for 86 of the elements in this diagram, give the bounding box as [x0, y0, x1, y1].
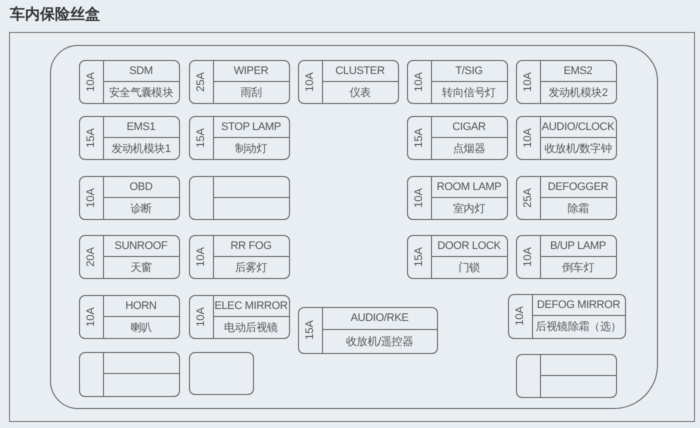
fuse-function: 天窗	[130, 260, 152, 274]
empty-fuse-slot	[78, 352, 180, 396]
fuse-rating: 25A	[522, 188, 534, 208]
empty-fuse-slot	[516, 354, 616, 398]
fuse-rating: 15A	[413, 246, 425, 266]
fuse-slot	[516, 60, 616, 104]
fuse-name: ELEC MIRROR	[214, 300, 288, 312]
fuse-rating: 10A	[85, 188, 97, 208]
fuse-function: 收放机/遥控器	[346, 334, 413, 349]
fuse-slot	[188, 234, 290, 278]
fuse-function: 喇叭	[130, 320, 152, 334]
fuse-rating: 15A	[195, 128, 207, 148]
fuse-name: DEFOGGER	[548, 180, 608, 192]
fuse-rating: 10A	[522, 72, 534, 92]
fuse-name: WIPER	[234, 64, 268, 76]
fuse-rating: 15A	[413, 128, 425, 148]
fuse-rating: 25A	[195, 72, 207, 92]
fuse-function: 收放机/数字钟	[544, 142, 612, 156]
fuse-rating: 10A	[195, 246, 207, 266]
fuse-rating: 10A	[514, 306, 526, 326]
fuse-name: RR FOG	[230, 240, 272, 252]
fuse-name: CIGAR	[452, 120, 486, 132]
fuse-function: 制动灯	[234, 142, 268, 156]
fuse-name: ROOM LAMP	[436, 180, 502, 192]
empty-fuse-slot	[188, 176, 290, 220]
fuse-slot	[406, 116, 508, 160]
empty-fuse-slot	[188, 352, 254, 394]
fuse-slot	[516, 234, 616, 278]
fuse-rating: 10A	[522, 246, 534, 266]
fuse-function: 后视镜除霜（选）	[536, 320, 622, 334]
fuse-function: 倒车灯	[562, 260, 594, 274]
fuse-name: CLUSTER	[335, 64, 385, 76]
fuse-name: HORN	[125, 300, 157, 312]
fuse-function: 诊断	[130, 202, 152, 216]
fuse-rating: 10A	[85, 72, 97, 92]
fuse-name: STOP LAMP	[221, 120, 281, 132]
fuse-slot	[188, 116, 290, 160]
fuse-name: EMS1	[126, 120, 156, 132]
fuse-name: AUDIO/CLOCK	[542, 120, 614, 132]
fuse-name: SUNROOF	[114, 240, 168, 252]
fuse-rating: 10A	[413, 188, 425, 208]
fuse-slot	[78, 176, 180, 220]
fuse-function: 门锁	[458, 260, 480, 274]
fuse-slot	[406, 234, 508, 278]
fuse-name: B/UP LAMP	[550, 240, 606, 252]
fuse-function: 发动机模块2	[548, 86, 608, 100]
fuse-slot	[508, 294, 626, 338]
fuse-function: 除霜	[567, 202, 589, 216]
fuse-function: 仪表	[349, 86, 371, 100]
fuse-rating: 15A	[304, 320, 316, 340]
fuse-slot	[188, 294, 290, 338]
fuse-slot	[516, 116, 616, 160]
fuse-rating: 15A	[85, 128, 97, 148]
fuse-name: DOOR LOCK	[437, 240, 501, 252]
fuse-slot	[406, 176, 508, 220]
fuse-slot	[78, 60, 180, 104]
fuse-function: 后雾灯	[234, 260, 268, 274]
fuse-name: AUDIO/RKE	[350, 312, 408, 324]
fuse-function: 转向信号灯	[442, 86, 496, 100]
fuse-function: 雨刮	[240, 86, 262, 100]
fuse-name: EMS2	[564, 64, 592, 76]
fuse-function: 发动机模块1	[111, 142, 171, 156]
fuse-name: SDM	[129, 64, 153, 76]
fuse-slot	[78, 116, 180, 160]
fuse-slot	[298, 306, 438, 354]
fuse-slot	[406, 60, 508, 104]
fuse-function: 室内灯	[452, 202, 486, 216]
fuse-rating: 10A	[304, 72, 316, 92]
fuse-rating: 10A	[195, 306, 207, 326]
fuse-function: 电动后视镜	[224, 320, 278, 334]
fuse-function: 点烟器	[452, 142, 486, 156]
fuse-slot	[188, 60, 290, 104]
fuse-slot	[78, 294, 180, 338]
fuse-box-housing	[50, 45, 658, 409]
fuse-function: 安全气囊模块	[108, 86, 174, 100]
fuse-name: T/SIG	[455, 64, 483, 76]
fuse-rating: 10A	[413, 72, 425, 92]
title: 车内保险丝盒	[10, 5, 100, 24]
fuse-rating: 20A	[85, 246, 97, 266]
fuse-name: OBD	[130, 180, 152, 192]
fuse-rating: 10A	[522, 128, 534, 148]
fuse-slot	[516, 176, 616, 220]
fuse-slot	[298, 60, 398, 104]
fuse-name: DEFOG MIRROR	[536, 298, 620, 311]
fuse-slot	[78, 234, 180, 278]
fuse-rating: 10A	[85, 306, 97, 326]
